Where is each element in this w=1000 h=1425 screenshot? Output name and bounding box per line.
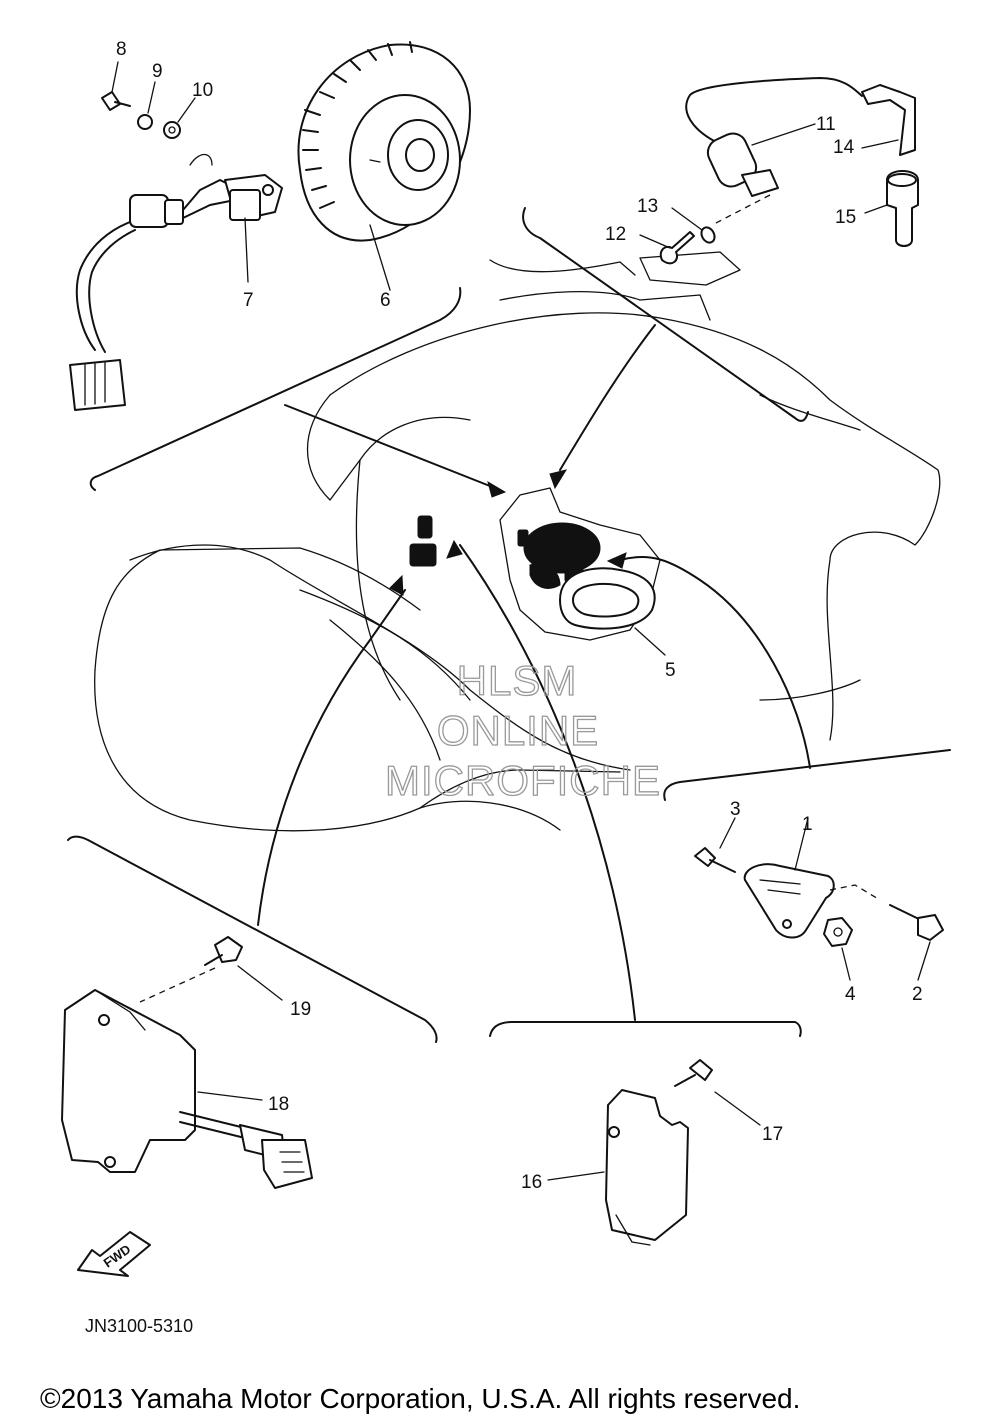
part-label-4: 4 (845, 984, 856, 1005)
copyright-notice: ©2013 Yamaha Motor Corporation, U.S.A. A… (40, 1383, 800, 1414)
part-label-18: 18 (268, 1094, 289, 1115)
watermark-line1: HLSM (457, 657, 578, 704)
cdi-unit-18-19 (61, 936, 313, 1189)
arrow-heads (389, 469, 627, 596)
part-label-10: 10 (192, 80, 213, 101)
part-label-19: 19 (290, 999, 311, 1020)
part-label-13: 13 (637, 196, 658, 217)
part-label-17: 17 (762, 1124, 783, 1145)
part-label-15: 15 (835, 207, 856, 228)
part-label-14: 14 (833, 137, 855, 158)
watermark-line2: ONLINE (437, 707, 599, 754)
part-label-3: 3 (730, 799, 741, 820)
part-label-1: 1 (802, 814, 813, 835)
ignition-coil-group (639, 77, 919, 265)
part-label-16: 16 (521, 1172, 542, 1193)
watermark: HLSM ONLINE MICROFICHE (384, 656, 661, 804)
part-label-8: 8 (116, 39, 127, 60)
part-number-labels: 1 2 3 4 5 6 7 8 9 10 11 12 13 14 15 16 1… (116, 39, 923, 1193)
part-label-11: 11 (816, 114, 836, 135)
flywheel-rotor (297, 41, 471, 291)
fwd-arrow: FWD (77, 1231, 151, 1277)
part-label-5: 5 (665, 660, 676, 681)
pickup-coil-harness (69, 153, 283, 411)
part-label-9: 9 (152, 61, 163, 82)
watermark-line3: MICROFICHE (385, 757, 661, 804)
small-fasteners-8-9-10 (101, 61, 196, 139)
relay-16-17 (547, 1059, 761, 1246)
bracket-group-1-4 (694, 817, 944, 981)
part-label-6: 6 (380, 290, 391, 311)
part-label-2: 2 (912, 984, 923, 1005)
part-label-7: 7 (243, 290, 254, 311)
part-label-12: 12 (605, 224, 626, 245)
engine-center-detail (409, 487, 666, 656)
diagram-code: JN3100-5310 (85, 1316, 193, 1336)
group-bracket-lines (67, 207, 951, 1043)
